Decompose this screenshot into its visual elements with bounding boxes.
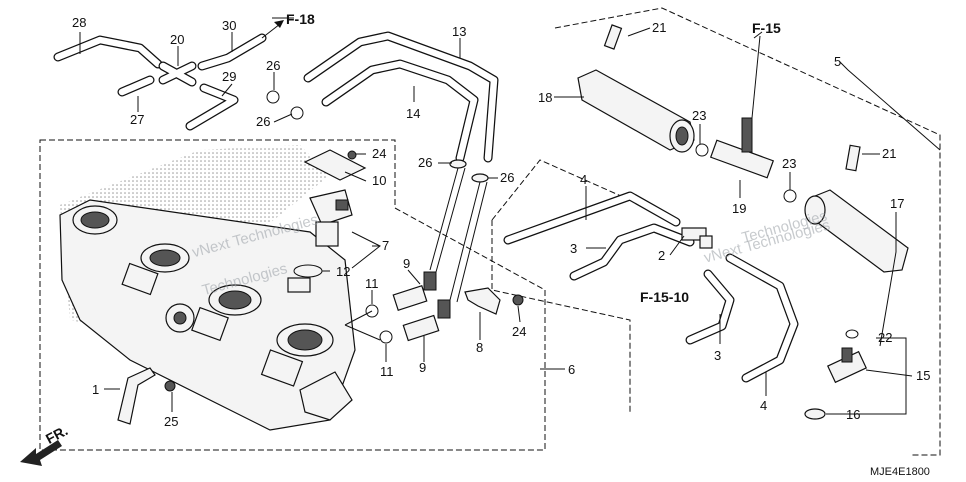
- seal-ring-11-lower: [379, 330, 393, 344]
- diagram-code: MJE4E1800: [870, 466, 930, 478]
- callout-24-lower: 24: [512, 324, 526, 339]
- bolt-24-lower: [512, 294, 524, 306]
- hose-13: [303, 31, 499, 163]
- callout-9-upper: 9: [403, 256, 410, 271]
- callout-27: 27: [130, 112, 144, 127]
- clip-26-upper: [266, 90, 280, 104]
- callout-19: 19: [732, 201, 746, 216]
- hose-29: [185, 83, 239, 131]
- callout-6: 6: [568, 362, 575, 377]
- callout-3-upper: 3: [570, 241, 577, 256]
- callout-10: 10: [372, 173, 386, 188]
- hose-14: [321, 59, 479, 163]
- callout-16: 16: [846, 407, 860, 422]
- callout-18: 18: [538, 90, 552, 105]
- bracket-1: [117, 367, 156, 425]
- clip-26-lower: [290, 106, 304, 120]
- callout-22: 22: [878, 330, 892, 345]
- sensor-7: [309, 189, 353, 247]
- injector-15: [826, 347, 868, 384]
- callout-11-lower: 11: [380, 364, 394, 379]
- ref-f15-10: F-15-10: [640, 289, 689, 305]
- callout-26-top: 26: [266, 58, 280, 73]
- clamp-8: [464, 287, 501, 315]
- callout-2: 2: [658, 248, 665, 263]
- group-outline-fuel-rail: [554, 7, 941, 456]
- hose-4-upper: [503, 191, 681, 245]
- group-outline-throttle-body: [39, 139, 546, 451]
- clip-26-hose-left: [449, 159, 467, 169]
- callout-23-upper: 23: [692, 108, 706, 123]
- arrow-f18: [261, 20, 284, 39]
- callout-30: 30: [222, 18, 236, 33]
- injector-9-lower: [402, 299, 451, 342]
- fuel-rail-17: [804, 189, 909, 273]
- hose-4-lower: [725, 253, 799, 383]
- hose-3-upper: [569, 223, 695, 281]
- vacuum-hose-right: [449, 181, 488, 303]
- callout-13: 13: [452, 24, 466, 39]
- bolt-21-upper: [603, 24, 623, 50]
- callout-7: 7: [382, 238, 389, 253]
- front-direction-arrow: [20, 440, 62, 466]
- seal-22: [845, 329, 859, 339]
- callout-23-lower: 23: [782, 156, 796, 171]
- gasket-10: [303, 149, 367, 181]
- callout-21-upper: 21: [652, 20, 666, 35]
- vacuum-hose-left: [429, 167, 466, 273]
- bolt-24-upper: [347, 150, 357, 160]
- bolt-25: [164, 380, 176, 392]
- callout-26-mid: 26: [256, 114, 270, 129]
- o-ring-23-upper: [695, 143, 709, 157]
- callout-4-upper: 4: [580, 172, 587, 187]
- callout-12: 12: [336, 264, 350, 279]
- ref-f18: F-18: [286, 11, 315, 27]
- callout-28: 28: [72, 15, 86, 30]
- throttle-body-6: [59, 199, 356, 431]
- callout-25: 25: [164, 414, 178, 429]
- fuel-joint-19: [709, 117, 775, 179]
- clip-26-hose-right: [471, 173, 489, 183]
- callout-8: 8: [476, 340, 483, 355]
- callout-20: 20: [170, 32, 184, 47]
- callout-21-lower: 21: [882, 146, 896, 161]
- group-outline-hoses: [491, 159, 631, 412]
- joint-20: [158, 61, 197, 87]
- front-label: FR.: [43, 422, 70, 447]
- callout-26-hose-right: 26: [500, 170, 514, 185]
- bolt-21-lower: [845, 144, 861, 172]
- hose-27: [117, 75, 155, 97]
- callout-1: 1: [92, 382, 99, 397]
- callout-11-upper: 11: [365, 276, 379, 291]
- callout-17: 17: [890, 196, 904, 211]
- callout-4-lower: 4: [760, 398, 767, 413]
- seal-ring-11-upper: [365, 304, 379, 318]
- fuel-rail-18: [577, 69, 695, 153]
- hose-3-lower: [685, 269, 735, 345]
- callout-15: 15: [916, 368, 930, 383]
- callout-5: 5: [834, 54, 841, 69]
- callout-29: 29: [222, 69, 236, 84]
- hose-30: [197, 33, 267, 71]
- callout-14: 14: [406, 106, 420, 121]
- o-ring-23-lower: [783, 189, 797, 203]
- hose-28: [53, 35, 163, 69]
- injector-9-upper: [392, 271, 437, 311]
- joint-2: [681, 227, 713, 249]
- callout-3-lower: 3: [714, 348, 721, 363]
- guide-line: [344, 310, 381, 341]
- callout-9-lower: 9: [419, 360, 426, 375]
- callout-24-upper: 24: [372, 146, 386, 161]
- callout-26-hose-left: 26: [418, 155, 432, 170]
- ref-f15: F-15: [752, 20, 781, 36]
- seal-16: [804, 408, 826, 420]
- arrow-f15: [753, 31, 763, 39]
- leader-lines: [79, 17, 941, 415]
